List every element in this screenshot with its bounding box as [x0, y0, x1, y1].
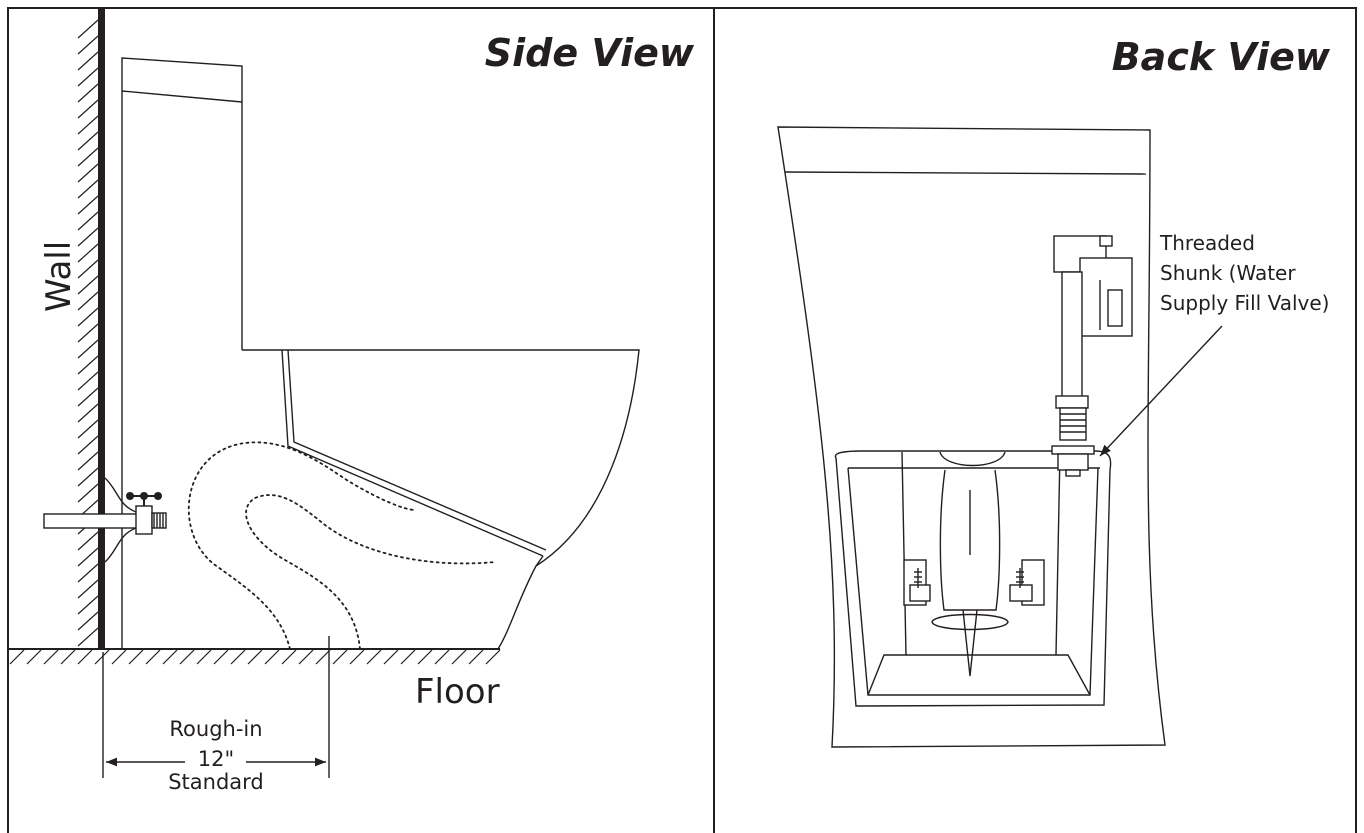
hatch-line — [77, 131, 99, 151]
hatch-line — [451, 649, 467, 665]
hatch-line — [77, 163, 99, 183]
hatch-line — [43, 649, 59, 665]
floor-bolt-left — [903, 559, 931, 606]
hatch-line — [77, 579, 99, 599]
hatch-line — [77, 563, 99, 583]
hatch-line — [77, 547, 99, 567]
hatch-line — [230, 649, 246, 665]
trap-outlet — [931, 451, 1009, 677]
hatch-line — [77, 371, 99, 391]
hatch-line — [77, 275, 99, 295]
hatch-line — [77, 531, 99, 551]
floor-bolt-right — [1009, 559, 1045, 606]
hatch-line — [111, 649, 127, 665]
hatch-line — [468, 649, 484, 665]
panel-frame — [7, 7, 1357, 833]
wall-label: Wall — [39, 241, 79, 312]
toilet-back-outline — [777, 126, 1166, 748]
hatch-line — [77, 67, 99, 87]
hatch-line — [77, 179, 99, 199]
base-cavity — [834, 450, 1112, 707]
hatch-line — [77, 611, 99, 631]
hatch-line — [247, 649, 263, 665]
hatch-line — [77, 387, 99, 407]
hatch-line — [77, 419, 99, 439]
hatch-line — [298, 649, 314, 665]
hatch-line — [77, 35, 99, 55]
hatch-line — [77, 339, 99, 359]
side-view-title: Side View — [485, 31, 695, 75]
hatch-line — [213, 649, 229, 665]
hatch-line — [77, 323, 99, 343]
floor: Floor — [8, 648, 501, 712]
wall-hatch — [77, 19, 99, 647]
back-view-panel: Back View — [777, 35, 1331, 748]
side-view-panel: Side View Wall Floor — [8, 8, 695, 794]
hatch-line — [264, 649, 280, 665]
fill-valve — [1051, 235, 1133, 477]
hatch-line — [77, 403, 99, 423]
floor-label: Floor — [415, 672, 500, 712]
floor-hatch — [9, 649, 501, 665]
toilet-bowl-side — [242, 349, 640, 650]
back-view-title: Back View — [1112, 35, 1331, 79]
callout-line-3: Supply Fill Valve) — [1160, 291, 1329, 315]
hatch-line — [60, 649, 76, 665]
hatch-line — [77, 243, 99, 263]
hatch-line — [77, 307, 99, 327]
trapway-outline — [187, 441, 496, 650]
hatch-line — [332, 649, 348, 665]
hatch-line — [77, 147, 99, 167]
threaded-shunk-callout: Threaded Shunk (Water Supply Fill Valve) — [1099, 231, 1329, 457]
hatch-line — [77, 51, 99, 71]
hatch-line — [77, 451, 99, 471]
toilet-tank-side — [121, 57, 243, 649]
wall: Wall — [39, 8, 105, 649]
hatch-line — [434, 649, 450, 665]
hatch-line — [366, 649, 382, 665]
supply-valve — [43, 477, 167, 563]
hatch-line — [77, 467, 99, 487]
hatch-line — [145, 649, 161, 665]
hatch-line — [128, 649, 144, 665]
hatch-line — [77, 435, 99, 455]
hatch-line — [94, 649, 110, 665]
hatch-line — [281, 649, 297, 665]
hatch-line — [77, 211, 99, 231]
hatch-line — [77, 649, 93, 665]
rough-in-dimension: Rough-in 12" Standard — [102, 636, 330, 794]
hatch-line — [77, 595, 99, 615]
hatch-line — [77, 19, 99, 39]
hatch-line — [77, 115, 99, 135]
hatch-line — [162, 649, 178, 665]
hatch-line — [383, 649, 399, 665]
hatch-line — [26, 649, 42, 665]
hatch-line — [77, 355, 99, 375]
hatch-line — [315, 649, 331, 665]
hatch-line — [417, 649, 433, 665]
hatch-line — [77, 195, 99, 215]
callout-line-1: Threaded — [1159, 231, 1255, 255]
hatch-line — [349, 649, 365, 665]
callout-line-2: Shunk (Water — [1160, 261, 1296, 285]
hatch-line — [77, 259, 99, 279]
hatch-line — [9, 649, 25, 665]
hatch-line — [179, 649, 195, 665]
hatch-line — [77, 83, 99, 103]
hatch-line — [77, 291, 99, 311]
rough-in-value: 12" — [198, 747, 234, 771]
hatch-line — [77, 99, 99, 119]
hatch-line — [400, 649, 416, 665]
hatch-line — [77, 483, 99, 503]
hatch-line — [196, 649, 212, 665]
hatch-line — [485, 649, 501, 665]
hatch-line — [77, 227, 99, 247]
rough-in-standard-label: Standard — [168, 770, 264, 794]
rough-in-label: Rough-in — [169, 717, 262, 741]
hatch-line — [77, 627, 99, 647]
